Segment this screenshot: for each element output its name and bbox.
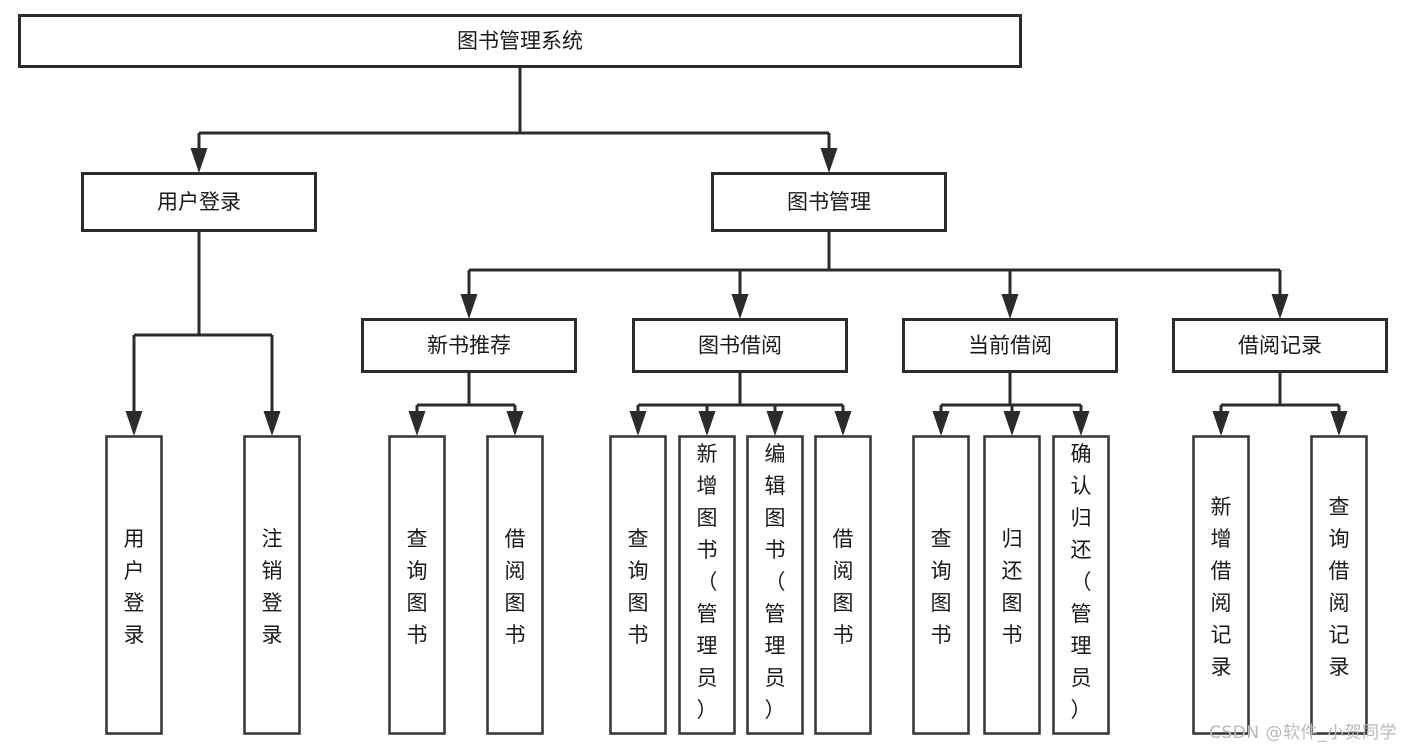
node-leaf-return-book[interactable]: 归还图书 xyxy=(983,435,1041,735)
node-label: 图书管理系统 xyxy=(457,29,583,53)
node-box[interactable] xyxy=(983,435,1041,735)
connector-group-user-login xyxy=(125,232,281,436)
node-box[interactable] xyxy=(105,435,163,735)
arrow-head-icon xyxy=(731,294,749,319)
node-box[interactable] xyxy=(1052,435,1110,735)
node-box[interactable] xyxy=(632,318,848,373)
node-label: 借阅图书 xyxy=(505,527,526,647)
node-label: 当前借阅 xyxy=(968,334,1052,358)
node-layer: 图书管理系统用户登录图书管理新书推荐图书借阅当前借阅借阅记录用户登录注销登录查询… xyxy=(18,14,1388,735)
arrow-head-icon xyxy=(1072,411,1090,436)
node-label: 借阅记录 xyxy=(1238,334,1322,358)
node-box[interactable] xyxy=(81,172,317,232)
node-leaf-borrow-book-1[interactable]: 借阅图书 xyxy=(486,435,544,735)
node-user-login[interactable]: 用户登录 xyxy=(81,172,317,232)
node-box[interactable] xyxy=(711,172,947,232)
arrow-head-icon xyxy=(506,411,524,436)
node-leaf-user-login[interactable]: 用户登录 xyxy=(105,435,163,735)
node-box[interactable] xyxy=(18,14,1022,68)
arrow-head-icon xyxy=(766,411,784,436)
connector-layer xyxy=(125,68,1348,436)
arrow-head-icon xyxy=(408,411,426,436)
node-label: 查询图书 xyxy=(931,527,952,647)
arrow-head-icon xyxy=(1003,411,1021,436)
node-leaf-add-book[interactable]: 新增图书（管理员） xyxy=(678,435,736,735)
node-borrow-record[interactable]: 借阅记录 xyxy=(1172,318,1388,373)
node-label: 查询图书 xyxy=(628,527,649,647)
node-leaf-confirm-return[interactable]: 确认归还（管理员） xyxy=(1052,435,1110,735)
node-leaf-query-book-2[interactable]: 查询图书 xyxy=(609,435,667,735)
node-new-book-recommend[interactable]: 新书推荐 xyxy=(361,318,577,373)
arrow-head-icon xyxy=(834,411,852,436)
arrow-head-icon xyxy=(698,411,716,436)
node-box[interactable] xyxy=(243,435,301,735)
connector-group-book-borrow xyxy=(629,373,852,436)
node-book-borrow[interactable]: 图书借阅 xyxy=(632,318,848,373)
arrow-head-icon xyxy=(125,411,143,436)
node-leaf-query-record[interactable]: 查询借阅记录 xyxy=(1310,435,1368,735)
node-label: 确认归还（管理员） xyxy=(1071,442,1092,722)
arrow-head-icon xyxy=(1001,294,1019,319)
node-label: 归还图书 xyxy=(1002,527,1023,647)
node-label: 注销登录 xyxy=(262,527,283,647)
node-book-management[interactable]: 图书管理 xyxy=(711,172,947,232)
node-box[interactable] xyxy=(486,435,544,735)
node-label: 编辑图书（管理员） xyxy=(765,442,786,722)
node-label: 新增借阅记录 xyxy=(1211,495,1232,679)
arrow-head-icon xyxy=(1271,294,1289,319)
node-label: 新书推荐 xyxy=(427,334,511,358)
connector-group-book-management xyxy=(460,232,1289,319)
node-current-borrow[interactable]: 当前借阅 xyxy=(902,318,1118,373)
node-leaf-edit-book[interactable]: 编辑图书（管理员） xyxy=(746,435,804,735)
node-box[interactable] xyxy=(912,435,970,735)
node-box[interactable] xyxy=(1172,318,1388,373)
node-box[interactable] xyxy=(902,318,1118,373)
node-box[interactable] xyxy=(678,435,736,735)
node-label: 查询图书 xyxy=(407,527,428,647)
node-label: 用户登录 xyxy=(157,190,241,214)
connector-group-current-borrow xyxy=(932,373,1090,436)
arrow-head-icon xyxy=(190,148,208,173)
arrow-head-icon xyxy=(1212,411,1230,436)
node-leaf-query-book-3[interactable]: 查询图书 xyxy=(912,435,970,735)
connector-group-borrow-record xyxy=(1212,373,1348,436)
node-leaf-query-book-1[interactable]: 查询图书 xyxy=(388,435,446,735)
node-box[interactable] xyxy=(1192,435,1250,735)
node-box[interactable] xyxy=(746,435,804,735)
connector-group-new-book-recommend xyxy=(408,373,524,436)
connector-group-root xyxy=(190,68,838,173)
arrow-head-icon xyxy=(263,411,281,436)
node-label: 新增图书（管理员） xyxy=(697,442,718,722)
arrow-head-icon xyxy=(1330,411,1348,436)
node-leaf-add-record[interactable]: 新增借阅记录 xyxy=(1192,435,1250,735)
node-box[interactable] xyxy=(814,435,872,735)
node-label: 查询借阅记录 xyxy=(1329,495,1350,679)
node-label: 图书借阅 xyxy=(698,334,782,358)
node-label: 用户登录 xyxy=(124,527,145,647)
arrow-head-icon xyxy=(932,411,950,436)
node-root[interactable]: 图书管理系统 xyxy=(18,14,1022,68)
node-label: 借阅图书 xyxy=(833,527,854,647)
node-box[interactable] xyxy=(609,435,667,735)
node-box[interactable] xyxy=(1310,435,1368,735)
arrow-head-icon xyxy=(629,411,647,436)
node-box[interactable] xyxy=(388,435,446,735)
node-leaf-borrow-book-2[interactable]: 借阅图书 xyxy=(814,435,872,735)
node-leaf-logout[interactable]: 注销登录 xyxy=(243,435,301,735)
arrow-head-icon xyxy=(460,294,478,319)
node-label: 图书管理 xyxy=(787,190,871,214)
arrow-head-icon xyxy=(820,148,838,173)
node-box[interactable] xyxy=(361,318,577,373)
